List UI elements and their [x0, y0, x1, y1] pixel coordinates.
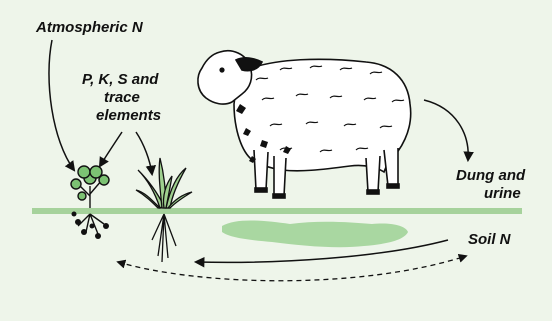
label-pks-line3: elements [96, 106, 161, 125]
arrow-sheep-to-dung [424, 100, 468, 160]
clover-plant-illustration [71, 166, 109, 239]
arrow-atmospheric-to-clover [49, 40, 74, 170]
label-atmospheric-n: Atmospheric N [36, 18, 143, 37]
arrow-clover-to-soil-n-dashed [118, 256, 466, 281]
label-pks-line1: P, K, S and [82, 70, 158, 89]
label-dung-line1: Dung and [456, 166, 525, 185]
arrow-pks-to-grass [136, 132, 152, 174]
arrow-pks-to-clover [100, 132, 122, 166]
sheep-illustration [198, 51, 411, 198]
label-soil-n: Soil N [468, 230, 511, 249]
soil-patch [222, 221, 408, 248]
label-dung-line2: urine [484, 184, 521, 203]
label-pks-line2: trace [104, 88, 140, 107]
ground-line [32, 208, 522, 214]
